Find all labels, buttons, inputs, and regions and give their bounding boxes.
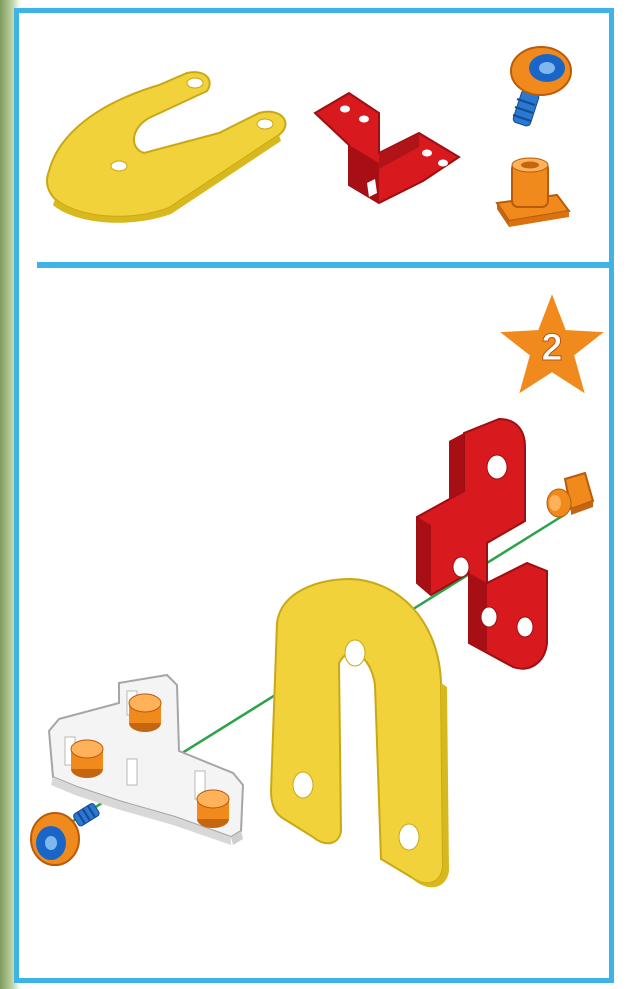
parts-panel [19,13,609,258]
red-z-bracket-part [313,91,461,205]
step-number: 2 [541,327,563,370]
parts-illustration [46,46,572,227]
white-t-connector-assembly [47,673,245,845]
orange-nut-part [495,157,571,227]
orange-nut-assembly [546,471,595,518]
connector-stud [70,739,104,778]
red-z-bracket-assembly [416,417,548,670]
connector-stud [128,693,162,732]
yellow-u-plate-assembly [269,577,449,888]
section-divider [37,262,609,268]
star-icon [500,294,604,394]
yellow-u-plate-part [46,71,287,223]
orange-screw-part [510,46,572,127]
assembly-illustration [30,417,595,888]
instruction-frame: 2 [14,8,614,983]
step-badge: 2 [497,294,607,397]
assembly-panel [19,271,609,983]
connector-stud [196,789,230,828]
blue-orange-screw-assembly [30,803,100,866]
